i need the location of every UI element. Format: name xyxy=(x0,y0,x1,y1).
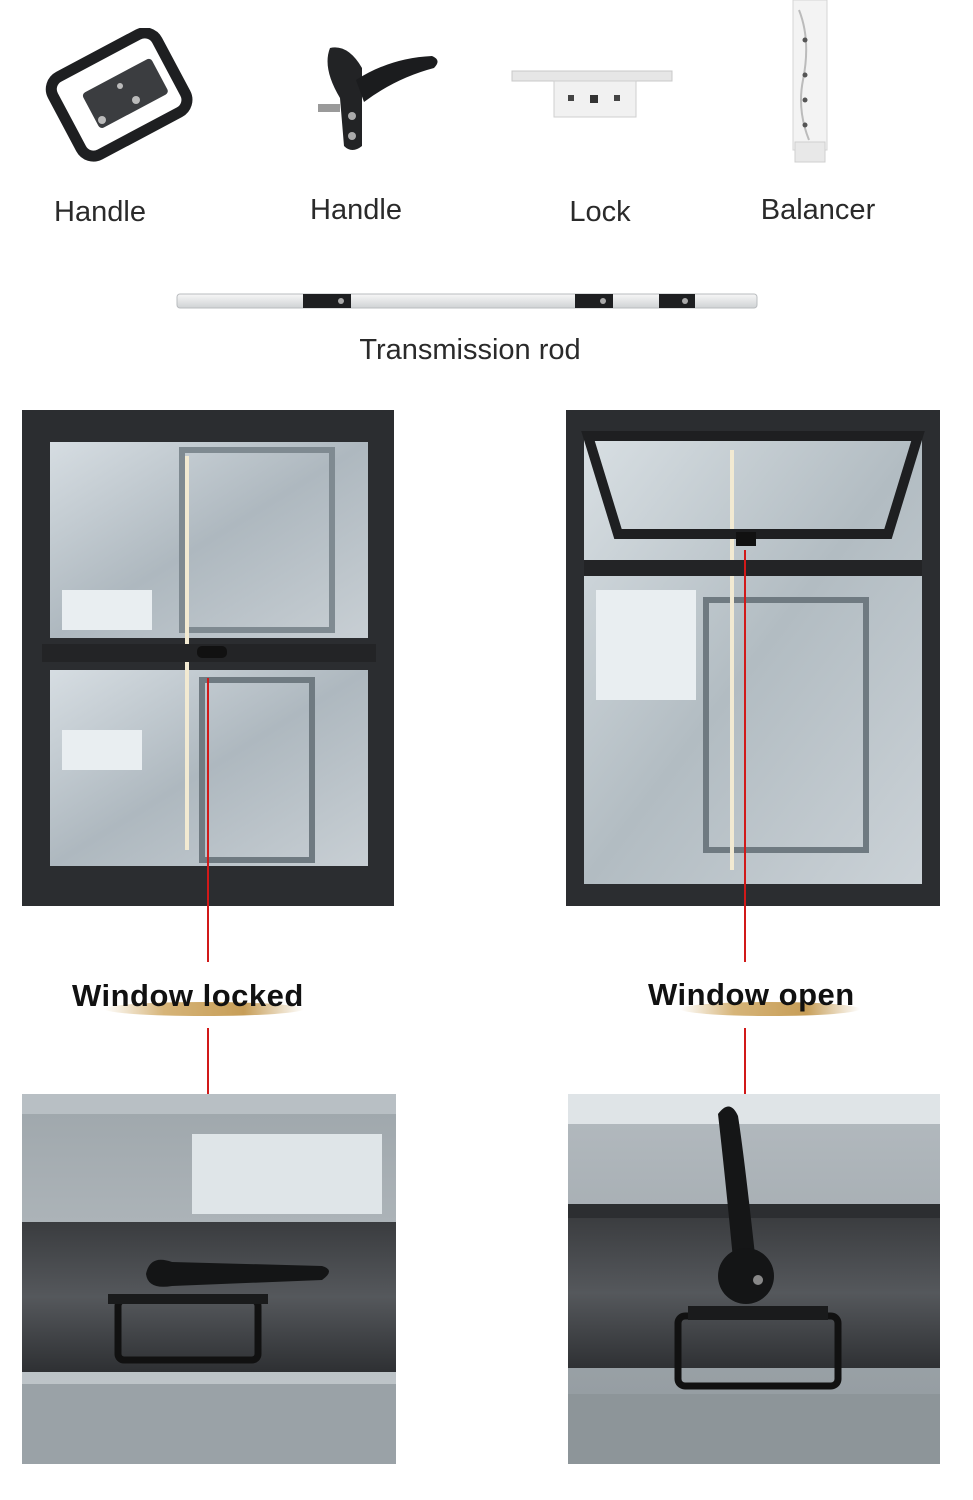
part-latch-handle xyxy=(40,28,200,163)
transmission-rod-icon xyxy=(176,293,758,309)
part-lock xyxy=(510,65,675,125)
locked-closeup-photo xyxy=(22,1094,396,1464)
window-locked-label: Window locked xyxy=(72,978,304,1013)
rod-label: Transmission rod xyxy=(359,334,581,366)
part-label: Handle xyxy=(310,194,402,226)
locked-indicator-line-top xyxy=(207,678,209,962)
locked-indicator-line-bottom xyxy=(207,1028,209,1112)
open-label-underline xyxy=(680,1002,860,1016)
transmission-rod xyxy=(175,286,765,316)
open-closeup-photo xyxy=(568,1094,940,1464)
open-indicator-line-bottom xyxy=(744,1028,746,1094)
lever-handle-icon xyxy=(318,47,438,150)
locked-label-underline xyxy=(104,1002,304,1016)
part-balancer xyxy=(775,0,845,170)
lock-plate-icon xyxy=(511,70,673,118)
part-lever-handle xyxy=(300,38,450,158)
part-label: Handle xyxy=(54,196,146,228)
open-indicator-line-top xyxy=(744,550,746,962)
balancer-icon xyxy=(792,0,828,163)
latch-handle-icon xyxy=(45,28,193,162)
window-open-label: Window open xyxy=(648,977,855,1012)
window-open-photo xyxy=(566,410,940,906)
part-label: Balancer xyxy=(760,194,876,226)
part-label: Lock xyxy=(569,196,631,228)
